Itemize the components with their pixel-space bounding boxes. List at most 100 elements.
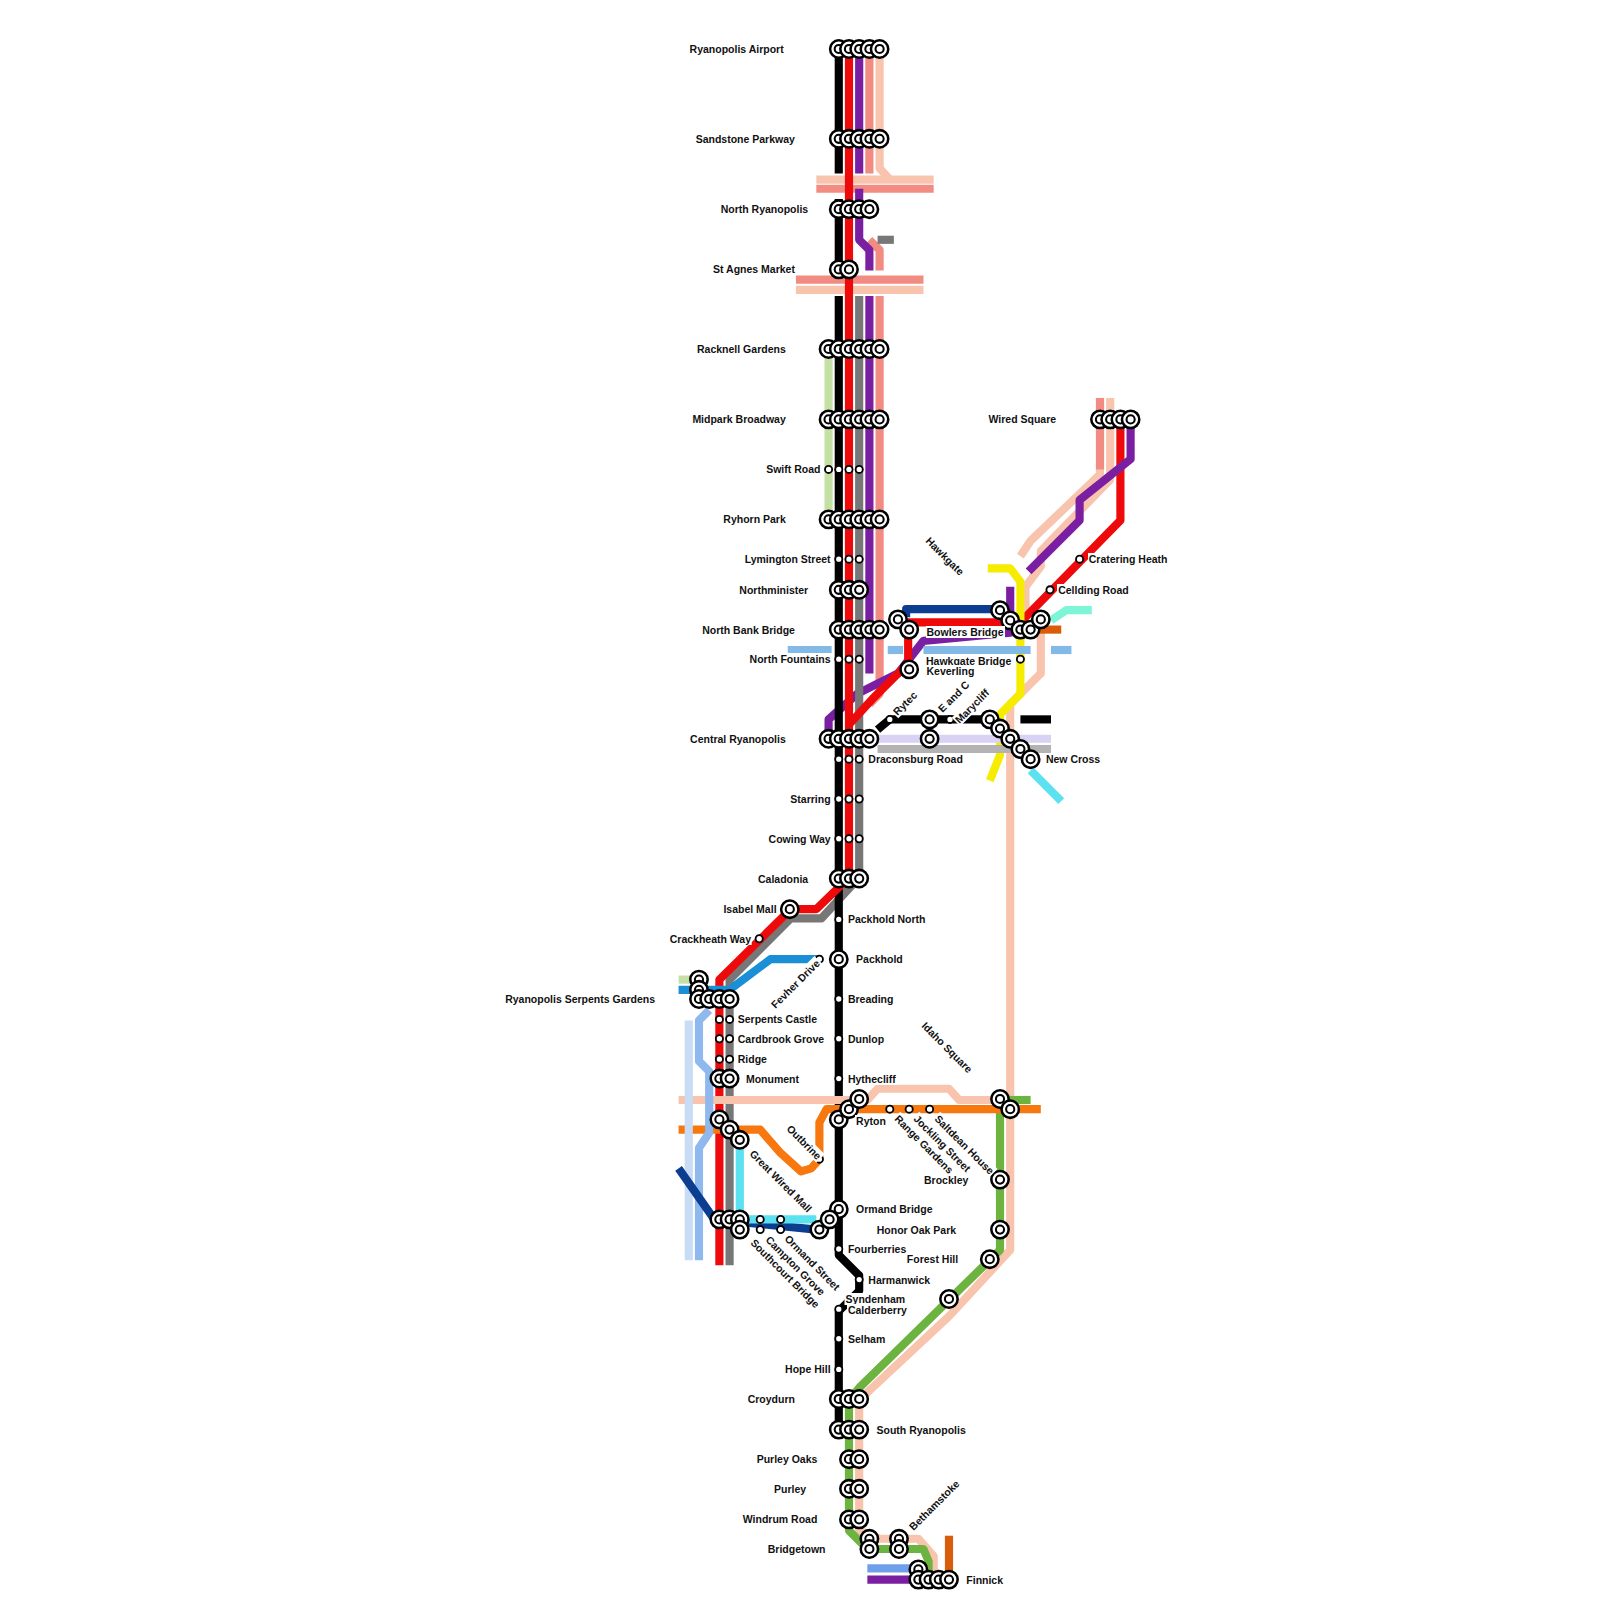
station-marker xyxy=(856,556,863,563)
route-line xyxy=(1020,715,1051,723)
route-line xyxy=(835,49,843,173)
station-ring xyxy=(901,661,918,678)
station-marker xyxy=(726,1016,733,1023)
station-label: Fevher Drive xyxy=(768,956,823,1011)
station-label: Cratering Heath xyxy=(1088,553,1169,565)
station-marker xyxy=(835,1335,842,1342)
route-line xyxy=(880,49,890,180)
station-core xyxy=(736,1226,744,1234)
station-ring xyxy=(851,1421,868,1438)
station-marker xyxy=(757,1216,764,1223)
interchange-marker xyxy=(861,1540,878,1557)
station-core xyxy=(986,1255,994,1263)
station-core xyxy=(1006,1105,1014,1113)
station-ring xyxy=(851,1090,868,1107)
station-ring xyxy=(821,1211,838,1228)
station-label: Keverling xyxy=(926,665,976,677)
station-marker xyxy=(856,795,863,802)
interchange-marker xyxy=(851,1390,868,1407)
route-line xyxy=(867,1576,913,1584)
station-marker xyxy=(777,1216,784,1223)
station-core xyxy=(926,735,934,743)
station-ring xyxy=(731,1221,748,1238)
interchange-marker xyxy=(991,1221,1008,1238)
route-line xyxy=(849,419,1120,724)
station-label: Northminister xyxy=(738,584,809,596)
route-line xyxy=(1096,398,1104,469)
station-label: Bethamstoke xyxy=(906,1476,963,1533)
route-line xyxy=(1051,610,1092,620)
station-ring xyxy=(851,1511,868,1528)
station-label: Ryanopolis Airport xyxy=(689,43,785,55)
station-marker xyxy=(835,466,842,473)
station-ring xyxy=(721,990,738,1007)
station-label: South Ryanopolis xyxy=(876,1424,967,1436)
station-marker xyxy=(845,795,852,802)
station-core xyxy=(996,724,1004,732)
station-ring xyxy=(871,130,888,147)
station-core xyxy=(1006,735,1014,743)
interchange-marker xyxy=(851,581,868,598)
interchange-marker xyxy=(851,1480,868,1497)
station-label: Ryhorn Park xyxy=(722,513,786,525)
station-ring xyxy=(940,1571,957,1588)
station-label: Ryton xyxy=(855,1115,887,1127)
station-core xyxy=(855,1485,863,1493)
station-marker xyxy=(835,1035,842,1042)
station-marker xyxy=(835,995,842,1002)
interchange-marker xyxy=(1122,411,1139,428)
station-ring xyxy=(871,511,888,528)
station-core xyxy=(876,515,884,523)
station-ring xyxy=(991,1171,1008,1188)
interchange-marker xyxy=(871,340,888,357)
interchange-marker xyxy=(991,1171,1008,1188)
station-ring xyxy=(991,1221,1008,1238)
station-label: North Fountains xyxy=(749,653,832,665)
station-label: Cardbrook Grove xyxy=(737,1033,825,1045)
interchange-marker xyxy=(781,901,798,918)
station-ring xyxy=(840,261,857,278)
station-label: Finnick xyxy=(965,1574,1004,1586)
route-line xyxy=(1031,770,1062,801)
interchange-marker xyxy=(921,730,938,747)
station-marker xyxy=(835,1306,842,1313)
route-line xyxy=(796,286,924,294)
station-marker xyxy=(716,1056,723,1063)
station-marker xyxy=(845,656,852,663)
station-ring xyxy=(921,711,938,728)
station-core xyxy=(855,874,863,882)
route-line xyxy=(719,49,849,1265)
interchange-marker xyxy=(821,1211,838,1228)
station-core xyxy=(876,345,884,353)
station-marker xyxy=(716,1016,723,1023)
station-core xyxy=(786,905,794,913)
station-label: Caladonia xyxy=(757,873,809,885)
station-label: North Bank Bridge xyxy=(701,624,796,636)
station-label: Starring xyxy=(789,793,831,805)
station-core xyxy=(905,665,913,673)
station-core xyxy=(736,1136,744,1144)
station-marker xyxy=(1017,656,1024,663)
station-core xyxy=(945,1576,953,1584)
interchange-marker xyxy=(731,1221,748,1238)
station-core xyxy=(855,1426,863,1434)
station-ring xyxy=(901,621,918,638)
station-label: Calderberry xyxy=(847,1304,908,1316)
station-label: Cowing Way xyxy=(768,833,832,845)
station-core xyxy=(865,1545,873,1553)
interchange-marker xyxy=(1002,1101,1019,1118)
station-marker xyxy=(825,466,832,473)
station-ring xyxy=(861,201,878,218)
station-label: Brockley xyxy=(923,1174,969,1186)
station-core xyxy=(1037,615,1045,623)
interchange-marker xyxy=(851,1511,868,1528)
station-core xyxy=(1016,745,1024,753)
station-core xyxy=(845,265,853,273)
station-core xyxy=(726,995,734,1003)
route-line xyxy=(824,349,832,519)
station-label: Purley xyxy=(773,1483,807,1495)
station-marker xyxy=(1046,586,1053,593)
station-marker xyxy=(856,1276,863,1283)
interchange-marker xyxy=(861,730,878,747)
